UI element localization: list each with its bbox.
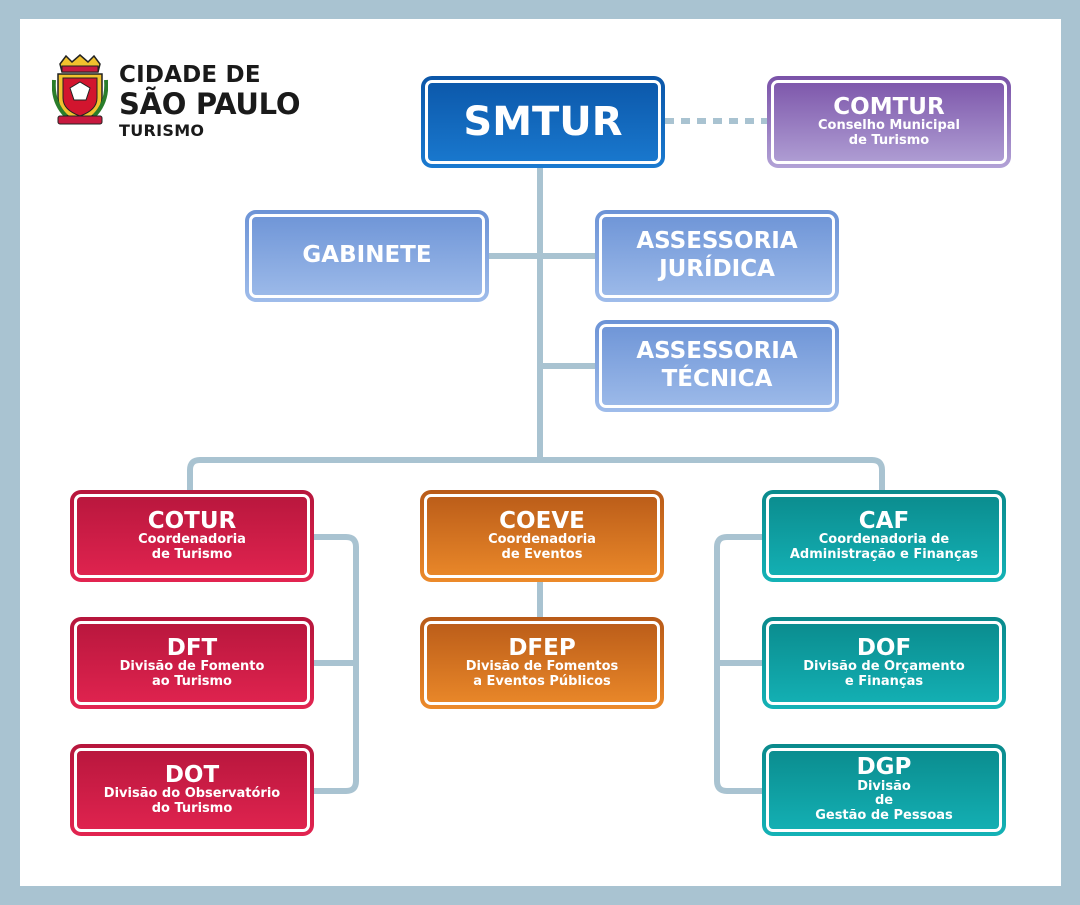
caf-desc-line2: Administração e Finanças	[789, 546, 979, 562]
node-dft: DFT Divisão de Fomento ao Turismo	[70, 617, 314, 709]
assessoria-juridica-line1: ASSESSORIA	[636, 228, 798, 255]
assessoria-tecnica-line1: ASSESSORIA	[636, 338, 798, 365]
gabinete-title: GABINETE	[302, 242, 432, 269]
node-dot: DOT Divisão do Observatório do Turismo	[70, 744, 314, 836]
assessoria-tecnica-line2: TÉCNICA	[661, 366, 773, 392]
assessoria-juridica-line2: JURÍDICA	[659, 256, 775, 282]
dot-desc-line2: do Turismo	[151, 800, 233, 816]
sao-paulo-coat-of-arms-icon	[52, 54, 108, 125]
dgp-desc-line2: de	[874, 793, 894, 809]
dft-desc-line1: Divisão de Fomento	[119, 659, 265, 675]
dft-desc-line2: ao Turismo	[151, 673, 232, 689]
dft-acronym: DFT	[166, 634, 218, 661]
caf-acronym: CAF	[858, 507, 910, 534]
logo-line-cidade: CIDADE DE	[119, 62, 261, 88]
coeve-desc-line1: Coordenadoria	[488, 532, 596, 548]
node-dfep: DFEP Divisão de Fomentos a Eventos Públi…	[420, 617, 664, 709]
node-comtur: COMTUR Conselho Municipal de Turismo	[767, 76, 1011, 168]
comtur-desc-line2: de Turismo	[848, 132, 930, 148]
node-assessoria-juridica: ASSESSORIA JURÍDICA	[595, 210, 839, 302]
node-smtur: SMTUR	[421, 76, 665, 168]
dgp-acronym: DGP	[856, 754, 912, 781]
node-coeve: COEVE Coordenadoria de Eventos	[420, 490, 664, 582]
dot-desc-line1: Divisão do Observatório	[103, 786, 281, 802]
node-caf: CAF Coordenadoria de Administração e Fin…	[762, 490, 1006, 582]
dof-desc-line2: e Finanças	[844, 673, 924, 689]
logo-line-sao-paulo: SÃO PAULO	[119, 87, 301, 121]
node-dof: DOF Divisão de Orçamento e Finanças	[762, 617, 1006, 709]
cotur-acronym: COTUR	[147, 507, 237, 534]
logo-text: CIDADE DE SÃO PAULO TURISMO	[119, 64, 300, 139]
smtur-title: SMTUR	[463, 99, 623, 145]
node-cotur: COTUR Coordenadoria de Turismo	[70, 490, 314, 582]
dgp-desc-line3: Gestão de Pessoas	[815, 808, 953, 823]
comtur-acronym: COMTUR	[833, 93, 945, 120]
coeve-acronym: COEVE	[499, 507, 585, 534]
cotur-desc-line2: de Turismo	[151, 546, 233, 562]
dof-acronym: DOF	[856, 634, 912, 661]
logo-line-turismo: TURISMO	[119, 121, 205, 140]
node-gabinete: GABINETE	[245, 210, 489, 302]
dfep-desc-line2: a Eventos Públicos	[473, 673, 611, 689]
caf-desc-line1: Coordenadoria de	[818, 532, 950, 548]
dfep-desc-line1: Divisão de Fomentos	[465, 659, 619, 675]
node-dgp: DGP Divisão de Gestão de Pessoas	[762, 744, 1006, 836]
connector-horizontal-bus	[187, 457, 885, 490]
dgp-desc-line1: Divisão	[857, 778, 911, 794]
dof-desc-line1: Divisão de Orçamento	[803, 659, 965, 675]
coeve-desc-line2: de Eventos	[501, 546, 583, 562]
dot-acronym: DOT	[164, 761, 220, 788]
dfep-acronym: DFEP	[508, 634, 576, 661]
comtur-desc-line1: Conselho Municipal	[817, 118, 961, 134]
node-assessoria-tecnica: ASSESSORIA TÉCNICA	[595, 320, 839, 412]
cotur-desc-line1: Coordenadoria	[138, 532, 246, 548]
